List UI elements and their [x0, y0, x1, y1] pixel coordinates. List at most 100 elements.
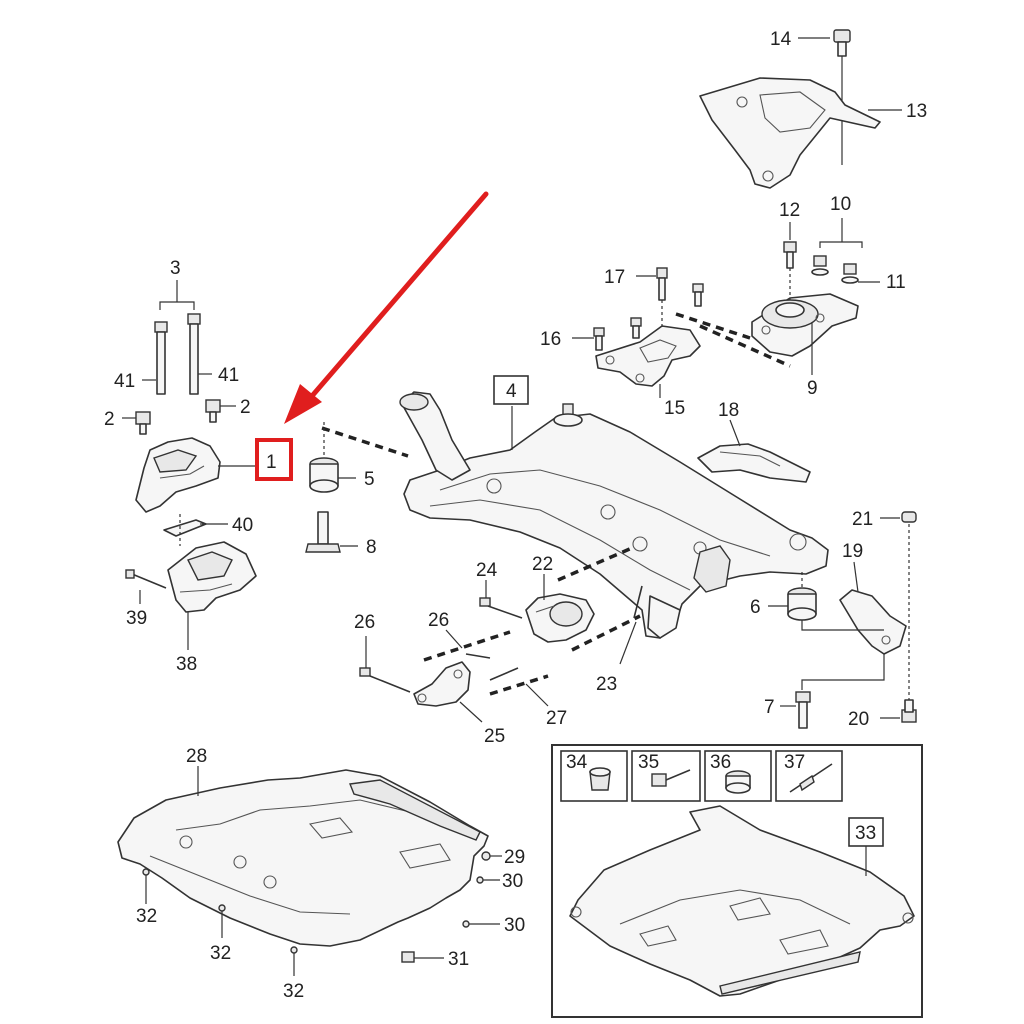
- bracket-18[interactable]: [697, 419, 811, 483]
- dash-5-4: [321, 426, 409, 458]
- bolt-17[interactable]: [636, 267, 668, 328]
- bolt-39[interactable]: [125, 569, 167, 604]
- shield-33[interactable]: [569, 805, 915, 997]
- bracket-10: [819, 218, 863, 248]
- label-37: 37: [784, 752, 805, 773]
- nut-10[interactable]: [811, 255, 829, 276]
- bracket-13[interactable]: [699, 40, 902, 189]
- plate-40[interactable]: [163, 514, 228, 546]
- label-32-middle: 32: [210, 943, 231, 964]
- clip-31[interactable]: [401, 951, 444, 963]
- dash-25-22-b: [489, 674, 549, 696]
- label-32-bottom: 32: [283, 981, 304, 1002]
- mount-22[interactable]: [525, 574, 595, 643]
- clips-32[interactable]: [142, 868, 298, 976]
- label-6: 6: [750, 597, 761, 618]
- label-5: 5: [364, 469, 375, 490]
- arrow-head: [284, 384, 322, 424]
- label-3: 3: [170, 258, 181, 279]
- label-30-bottom: 30: [504, 915, 525, 936]
- label-13: 13: [906, 101, 927, 122]
- inset-part-34[interactable]: [560, 750, 628, 802]
- label-26-right: 26: [428, 610, 449, 631]
- label-26-left: 26: [354, 612, 375, 633]
- label-11: 11: [886, 272, 906, 293]
- bolt-7[interactable]: [780, 691, 811, 729]
- label-23: 23: [596, 674, 617, 695]
- nut-11[interactable]: [841, 263, 880, 284]
- bolt-20[interactable]: [880, 699, 917, 723]
- arrow-shaft: [309, 191, 489, 399]
- label-7: 7: [764, 697, 775, 718]
- dash-22-frame-b: [571, 614, 641, 652]
- bolt-8[interactable]: [305, 511, 358, 553]
- label-2-right: 2: [240, 397, 251, 418]
- bolt-26-left[interactable]: [359, 636, 411, 693]
- mount-1[interactable]: [135, 437, 262, 513]
- label-14: 14: [770, 29, 792, 50]
- label-41-left: 41: [114, 371, 135, 392]
- label-22: 22: [532, 554, 553, 575]
- label-40: 40: [232, 515, 253, 536]
- bolt-26-right[interactable]: [445, 629, 491, 659]
- bracket-3: [159, 280, 195, 310]
- fasteners-29-30[interactable]: [462, 851, 502, 928]
- label-18: 18: [718, 400, 739, 421]
- label-32-left: 32: [136, 906, 157, 927]
- label-41-right: 41: [218, 365, 239, 386]
- label-25: 25: [484, 726, 505, 747]
- mount-38[interactable]: [167, 541, 257, 650]
- label-2-left: 2: [104, 409, 115, 430]
- label-15: 15: [664, 398, 685, 419]
- label-12: 12: [779, 200, 800, 221]
- label-16: 16: [540, 329, 561, 350]
- bolt-12[interactable]: [783, 222, 797, 300]
- bolt-2-left[interactable]: [122, 411, 151, 435]
- label-35: 35: [638, 752, 659, 773]
- bolt-14[interactable]: [798, 29, 851, 57]
- bracket-15[interactable]: [595, 325, 701, 398]
- label-17: 17: [604, 267, 625, 288]
- bushing-6[interactable]: [768, 572, 817, 621]
- highlight-box: [255, 438, 293, 481]
- bolt-2-right[interactable]: [205, 399, 236, 423]
- label-33: 33: [855, 823, 876, 844]
- label-4: 4: [506, 381, 517, 402]
- stud-41-left[interactable]: [142, 321, 168, 395]
- bushing-5[interactable]: [309, 457, 356, 493]
- label-38: 38: [176, 654, 197, 675]
- inset-part-35[interactable]: [631, 750, 701, 802]
- bolt-24[interactable]: [479, 580, 523, 619]
- label-19: 19: [842, 541, 863, 562]
- subframe-4[interactable]: [399, 391, 829, 639]
- inset-part-36[interactable]: [704, 750, 772, 802]
- label-30-top: 30: [502, 871, 523, 892]
- label-10: 10: [830, 194, 851, 215]
- nut-21[interactable]: [880, 511, 917, 702]
- bracket-19[interactable]: [801, 561, 907, 690]
- box-33: [848, 817, 884, 847]
- label-29: 29: [504, 847, 525, 868]
- label-20: 20: [848, 709, 869, 730]
- label-9: 9: [807, 378, 818, 399]
- mount-9[interactable]: [751, 293, 859, 375]
- bracket-25[interactable]: [413, 661, 483, 723]
- bolt-16[interactable]: [572, 327, 605, 351]
- label-34: 34: [566, 752, 588, 773]
- label-31: 31: [448, 949, 469, 970]
- dash-25-22: [423, 630, 511, 662]
- label-39: 39: [126, 608, 147, 629]
- stud-41-right[interactable]: [187, 313, 212, 395]
- inset-part-37[interactable]: [775, 750, 843, 802]
- shield-28[interactable]: [117, 766, 489, 947]
- dash-15-9-b: [699, 324, 791, 368]
- label-24: 24: [476, 560, 498, 581]
- bolt-23[interactable]: [619, 585, 643, 665]
- highlight-arrow: [284, 191, 489, 424]
- bolt-27[interactable]: [489, 667, 549, 707]
- label-21: 21: [852, 509, 873, 530]
- label-27: 27: [546, 708, 567, 729]
- label-36: 36: [710, 752, 731, 773]
- label-28: 28: [186, 746, 207, 767]
